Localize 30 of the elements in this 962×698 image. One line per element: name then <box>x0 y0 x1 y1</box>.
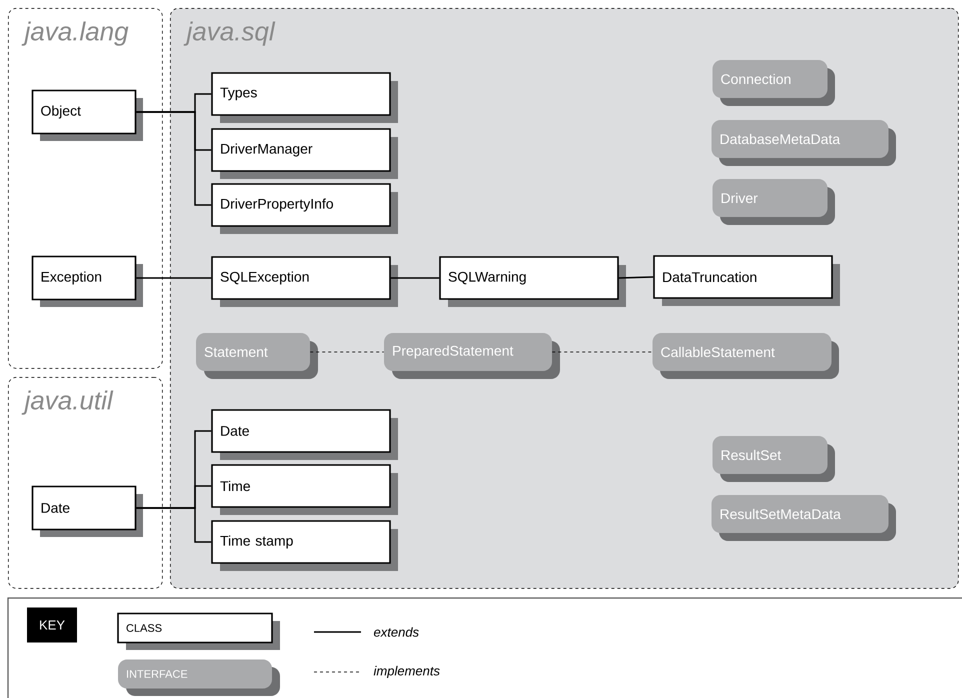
connector-line <box>618 276 654 279</box>
class-box: DriverPropertyInfo <box>211 183 398 234</box>
interface-box: INTERFACE <box>118 660 280 696</box>
class-box: SQLWarning <box>439 256 626 307</box>
legend-text: implements <box>374 666 440 678</box>
interface-box: Statement <box>196 333 318 379</box>
connector-line <box>136 111 212 206</box>
class-box: SQLException <box>211 256 398 307</box>
class-box: Object <box>32 90 143 141</box>
interface-box: ResultSetMetaData <box>712 495 896 541</box>
class-box: DataTruncation <box>653 255 840 306</box>
interface-box: CallableStatement <box>652 333 839 379</box>
interface-box: DatabaseMetaData <box>712 120 896 166</box>
class-box: Time stamp <box>211 520 398 571</box>
legend-text: extends <box>374 627 419 637</box>
class-box: Date <box>211 409 398 460</box>
class-box: Time <box>211 464 398 515</box>
class-box: Exception <box>32 256 143 307</box>
class-box: DriverManager <box>211 128 398 179</box>
class-box: CLASS <box>117 612 280 650</box>
class-box: Date <box>32 486 143 537</box>
connector-line <box>136 277 212 279</box>
connector-line <box>390 277 440 279</box>
connector-line <box>136 507 212 543</box>
interface-box: ResultSet <box>712 436 835 482</box>
key-label: KEY <box>27 608 77 642</box>
interface-box: PreparedStatement <box>384 333 560 379</box>
interface-box: Driver <box>712 179 835 225</box>
class-box: Types <box>211 72 398 123</box>
interface-box: Connection <box>712 60 835 106</box>
